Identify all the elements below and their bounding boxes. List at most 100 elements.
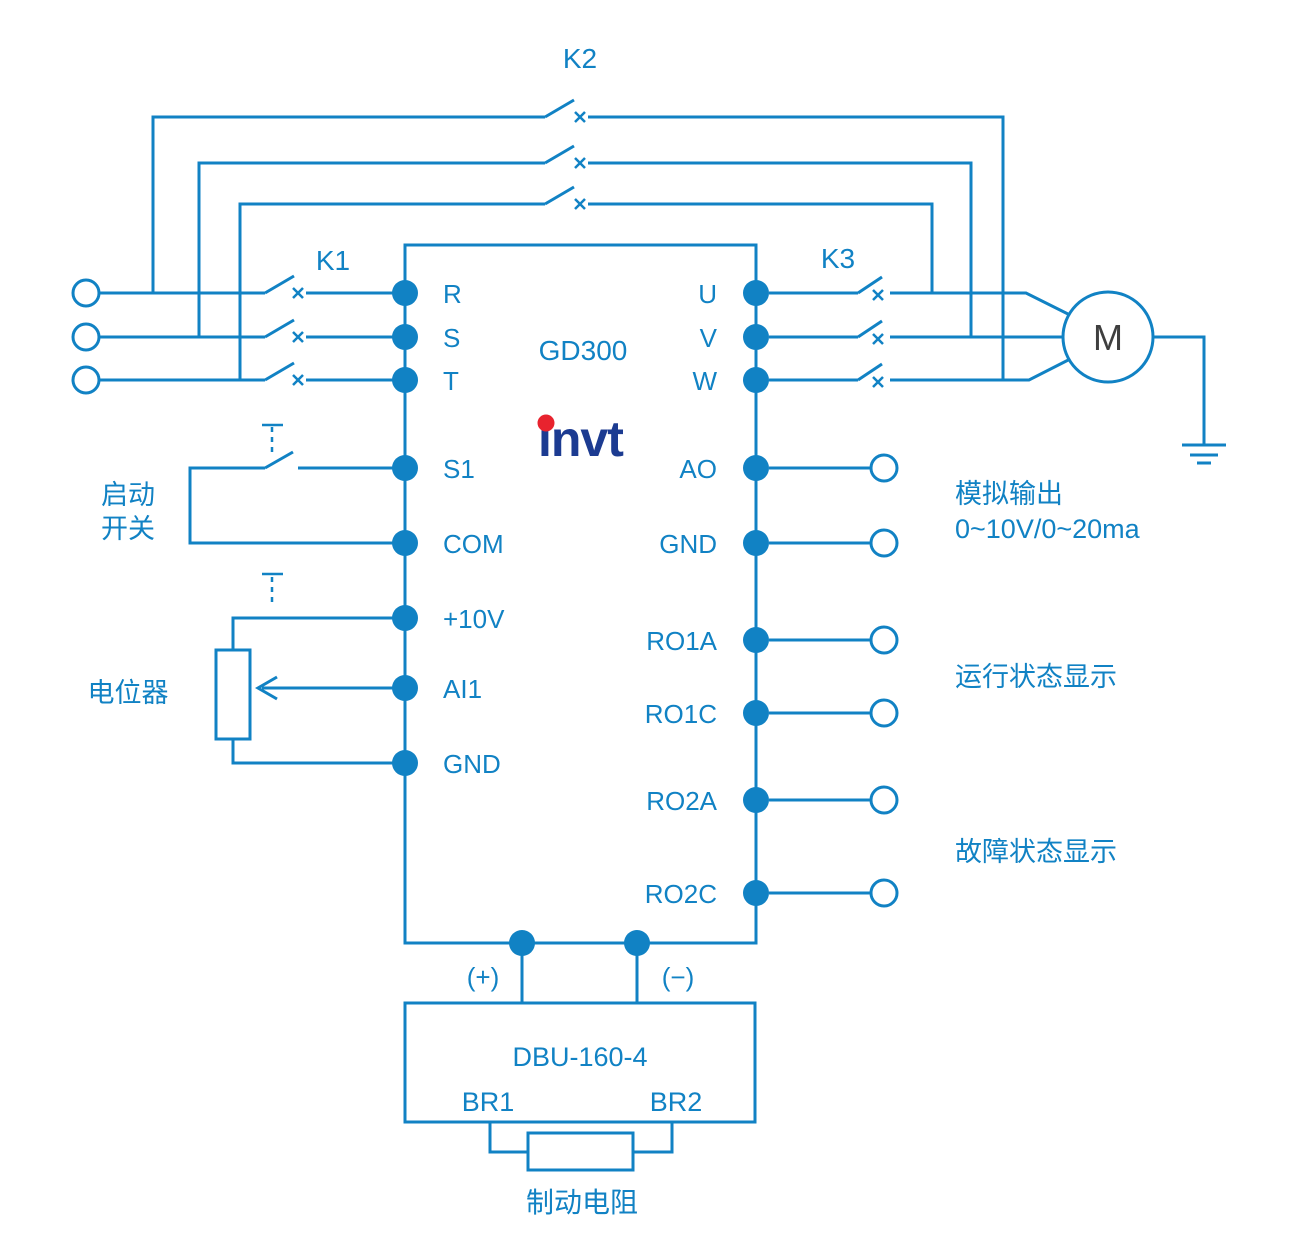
terminal-label-com: COM	[443, 529, 504, 559]
terminal-label-ro2a: RO2A	[646, 786, 717, 816]
terminal-dot-gnd-right	[743, 530, 769, 556]
start-switch-blade	[264, 450, 294, 470]
terminal-label-10v: +10V	[443, 604, 505, 634]
terminal-dot-ro2a	[743, 787, 769, 813]
k3-contact-x-icon	[872, 289, 884, 301]
terminal-dot-s1	[392, 455, 418, 481]
k1-switch-blade-1	[264, 274, 295, 295]
terminal-label-t: T	[443, 366, 459, 396]
terminal-dot-ro1a	[743, 627, 769, 653]
fault-status-label: 故障状态显示	[955, 837, 1117, 867]
supply-terminal-icon	[71, 365, 101, 395]
inverter-model-label: GD300	[539, 335, 628, 366]
output-terminal-icon	[869, 528, 899, 558]
brake-resistor-body	[526, 1131, 635, 1172]
terminal-dot-r	[392, 280, 418, 306]
terminal-dot-ro2c	[743, 880, 769, 906]
inverter-box: GD300 invt R S T S1 COM +10V	[392, 243, 769, 992]
inverter-outline	[403, 243, 758, 945]
terminal-label-ro1a: RO1A	[646, 626, 717, 656]
terminal-label-s1: S1	[443, 454, 475, 484]
terminal-dot-w	[743, 367, 769, 393]
output-terminal-icon	[869, 785, 899, 815]
pot-top-wire	[231, 616, 405, 650]
k3-switch-blade-2	[857, 319, 883, 339]
br2-wire	[633, 1122, 674, 1154]
supply-terminal-icon	[71, 322, 101, 352]
start-switch-label-line2: 开关	[101, 514, 155, 544]
output-terminal-icon	[869, 453, 899, 483]
start-switch-circuit: 启动 开关	[101, 423, 405, 545]
k3-contact-x-icon	[872, 333, 884, 345]
dc-plus-label: (+)	[467, 962, 500, 992]
k2-bypass-circuit: K2	[151, 43, 1005, 380]
k2-contact-x-icon	[574, 198, 586, 210]
terminal-dot-u	[743, 280, 769, 306]
k1-switch-blade-3	[264, 361, 295, 382]
bypass-wire-3	[238, 202, 934, 380]
potentiometer-body	[214, 648, 252, 741]
terminal-dot-ro1c	[743, 700, 769, 726]
analog-output-label-line1: 模拟输出	[955, 479, 1063, 509]
terminal-dot-v	[743, 324, 769, 350]
pot-bottom-wire	[231, 739, 405, 765]
terminal-label-v: V	[700, 323, 718, 353]
analog-relay-outputs: 模拟输出 0~10V/0~20ma 运行状态显示 故障状态显示	[769, 453, 1141, 908]
brake-unit-model-label: DBU-160-4	[512, 1042, 647, 1072]
terminal-dot-10v	[392, 605, 418, 631]
terminal-label-ai1: AI1	[443, 674, 482, 704]
brake-resistor-label: 制动电阻	[526, 1187, 638, 1218]
terminal-dot-gnd-left	[392, 750, 418, 776]
k1-label: K1	[316, 245, 350, 276]
potentiometer-label: 电位器	[88, 678, 169, 708]
run-status-label: 运行状态显示	[955, 662, 1117, 692]
terminal-label-s: S	[443, 323, 460, 353]
k2-switch-blade-3	[544, 185, 575, 206]
br2-label: BR2	[650, 1087, 703, 1117]
terminal-dot-ai1	[392, 675, 418, 701]
terminal-label-gnd-right: GND	[659, 529, 717, 559]
dc-minus-label: (−)	[662, 962, 695, 992]
terminal-label-u: U	[698, 279, 717, 309]
terminal-label-r: R	[443, 279, 462, 309]
k3-output-circuit: K3	[769, 243, 1103, 388]
motor-ground-wire	[1153, 335, 1206, 445]
k2-switch-blade-1	[544, 98, 575, 119]
terminal-label-ro1c: RO1C	[645, 699, 717, 729]
analog-output-label-line2: 0~10V/0~20ma	[955, 514, 1141, 544]
motor-label: M	[1093, 317, 1123, 358]
terminal-dot-s	[392, 324, 418, 350]
k1-switch-blade-2	[264, 318, 295, 339]
potentiometer-circuit: 电位器	[88, 572, 405, 765]
terminal-label-ao: AO	[679, 454, 717, 484]
invt-logo: invt	[536, 411, 625, 467]
terminal-label-ro2c: RO2C	[645, 879, 717, 909]
k3-contact-x-icon	[872, 376, 884, 388]
brake-unit-circuit: DBU-160-4 BR1 BR2 制动电阻	[403, 943, 757, 1218]
k1-contact-x-icon	[292, 287, 304, 299]
k3-switch-blade-3	[857, 362, 883, 382]
start-switch-loop-wire	[188, 466, 405, 545]
output-terminal-icon	[869, 878, 899, 908]
bypass-wire-2	[197, 161, 973, 337]
motor: M	[1061, 290, 1226, 465]
start-switch-label-line1: 启动	[101, 480, 155, 510]
k2-label: K2	[563, 43, 597, 74]
terminal-label-gnd-left: GND	[443, 749, 501, 779]
k2-switch-blade-2	[544, 144, 575, 165]
motor-feed-wire-w	[890, 351, 1083, 382]
br1-wire	[488, 1122, 528, 1154]
k1-contact-x-icon	[292, 374, 304, 386]
br1-label: BR1	[462, 1087, 515, 1117]
output-terminal-icon	[869, 625, 899, 655]
k3-switch-blade-1	[857, 275, 883, 295]
terminal-label-w: W	[692, 366, 717, 396]
invt-logo-red-dot-icon	[537, 414, 555, 432]
k1-contact-x-icon	[292, 331, 304, 343]
motor-feed-wire-u	[890, 291, 1083, 323]
k2-contact-x-icon	[574, 111, 586, 123]
brake-unit-outline	[403, 1001, 757, 1124]
output-terminal-icon	[869, 698, 899, 728]
